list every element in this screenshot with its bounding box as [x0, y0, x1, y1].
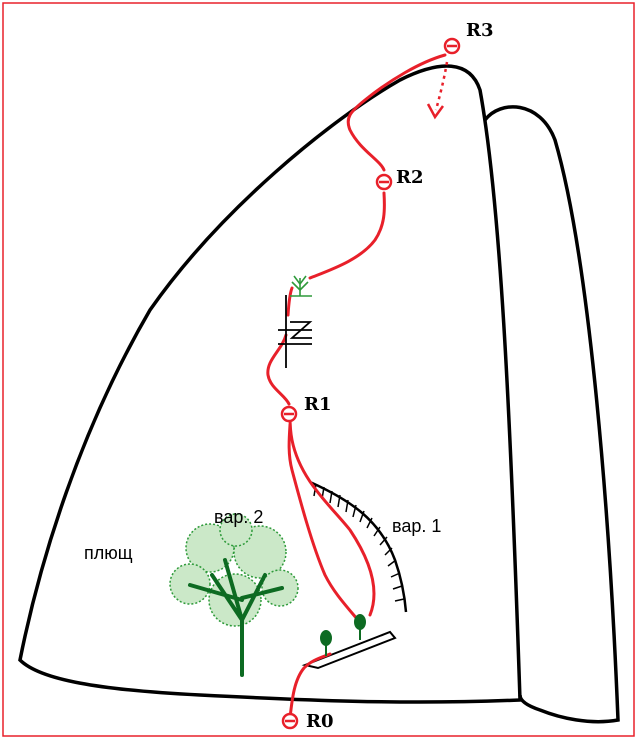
route-variant-2: [289, 425, 362, 625]
frame-border: [3, 3, 634, 736]
anchor-r1: R1: [282, 394, 331, 421]
anchor-r3: R3: [445, 20, 493, 53]
grass-icon: [290, 276, 312, 296]
variant-1-label: вар. 1: [392, 516, 441, 536]
route-segment-bush-r2: [310, 193, 384, 278]
rock-outline-pillar: [485, 107, 618, 722]
anchor-r0: R0: [283, 711, 333, 732]
rappel-arrow-icon: [428, 62, 447, 117]
ledge: [305, 632, 395, 668]
variant-2-label: вар. 2: [214, 507, 263, 527]
crack-icon: [278, 295, 312, 368]
anchor-label-r1: R1: [304, 394, 331, 415]
ivy-label: плющ: [84, 543, 133, 563]
anchor-label-r2: R2: [396, 167, 423, 188]
route-segment-crack-bush: [288, 288, 292, 315]
route-segment-r2-r3: [348, 55, 445, 170]
anchor-label-r3: R3: [466, 20, 493, 41]
tree-icon: [170, 514, 298, 675]
anchor-label-r0: R0: [306, 711, 333, 732]
